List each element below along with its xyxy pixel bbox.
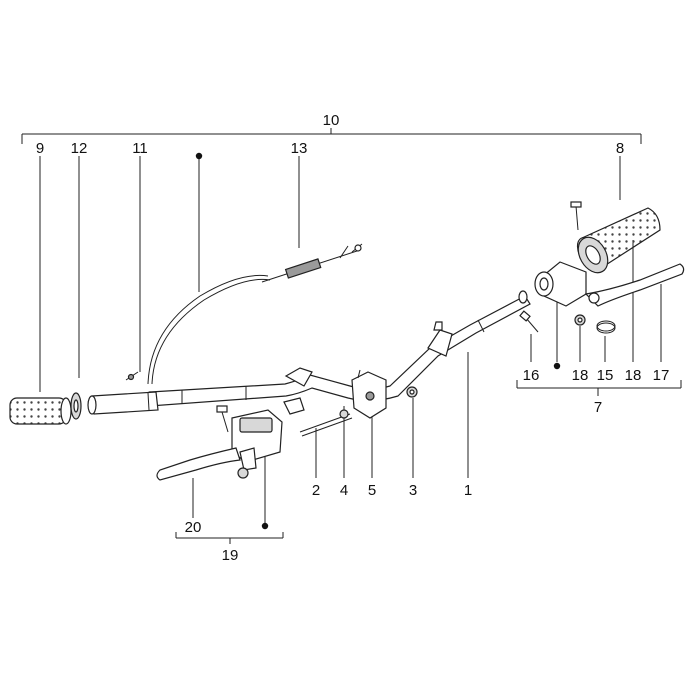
label-15: 15 [597, 367, 614, 384]
label-18b: 18 [625, 367, 642, 384]
right-brake-lever [584, 263, 685, 307]
nut-3 [406, 386, 418, 398]
label-10: 10 [323, 112, 340, 129]
screw-11 [125, 371, 139, 381]
right-grip [576, 207, 661, 274]
left-ring [70, 392, 82, 420]
label-12: 12 [71, 140, 88, 157]
washer-4 [339, 409, 349, 419]
label-17: 17 [653, 367, 670, 384]
label-3: 3 [409, 482, 417, 499]
label-20: 20 [185, 519, 202, 536]
nut-18 [574, 314, 586, 326]
label-4: 4 [340, 482, 348, 499]
handlebar-tube [145, 290, 531, 415]
label-7: 7 [594, 399, 602, 416]
label-13: 13 [291, 140, 308, 157]
label-2: 2 [312, 482, 320, 499]
right-clamp-bracket [534, 261, 587, 307]
label-8: 8 [616, 140, 624, 157]
brake-cable [147, 274, 271, 385]
label-19: 19 [222, 547, 239, 564]
left-grip [9, 397, 72, 425]
spring-15 [596, 320, 616, 334]
throttle-cable-adjuster [261, 243, 363, 283]
master-cylinder [216, 405, 283, 479]
label-11: 11 [132, 140, 148, 157]
label-9: 9 [36, 140, 44, 157]
screw-top-right [570, 201, 582, 231]
part-labels: 10 9 12 11 13 8 2 4 5 3 1 16 18 15 18 17… [36, 112, 670, 564]
label-18a: 18 [572, 367, 589, 384]
center-clamp [351, 369, 387, 419]
leader-lines [21, 128, 682, 544]
left-grip-sleeve [87, 391, 159, 415]
left-brake-lever [156, 447, 241, 481]
label-5: 5 [368, 482, 376, 499]
reference-dots [195, 152, 561, 530]
screw-16 [519, 310, 539, 333]
label-16: 16 [523, 367, 540, 384]
label-1: 1 [464, 482, 472, 499]
